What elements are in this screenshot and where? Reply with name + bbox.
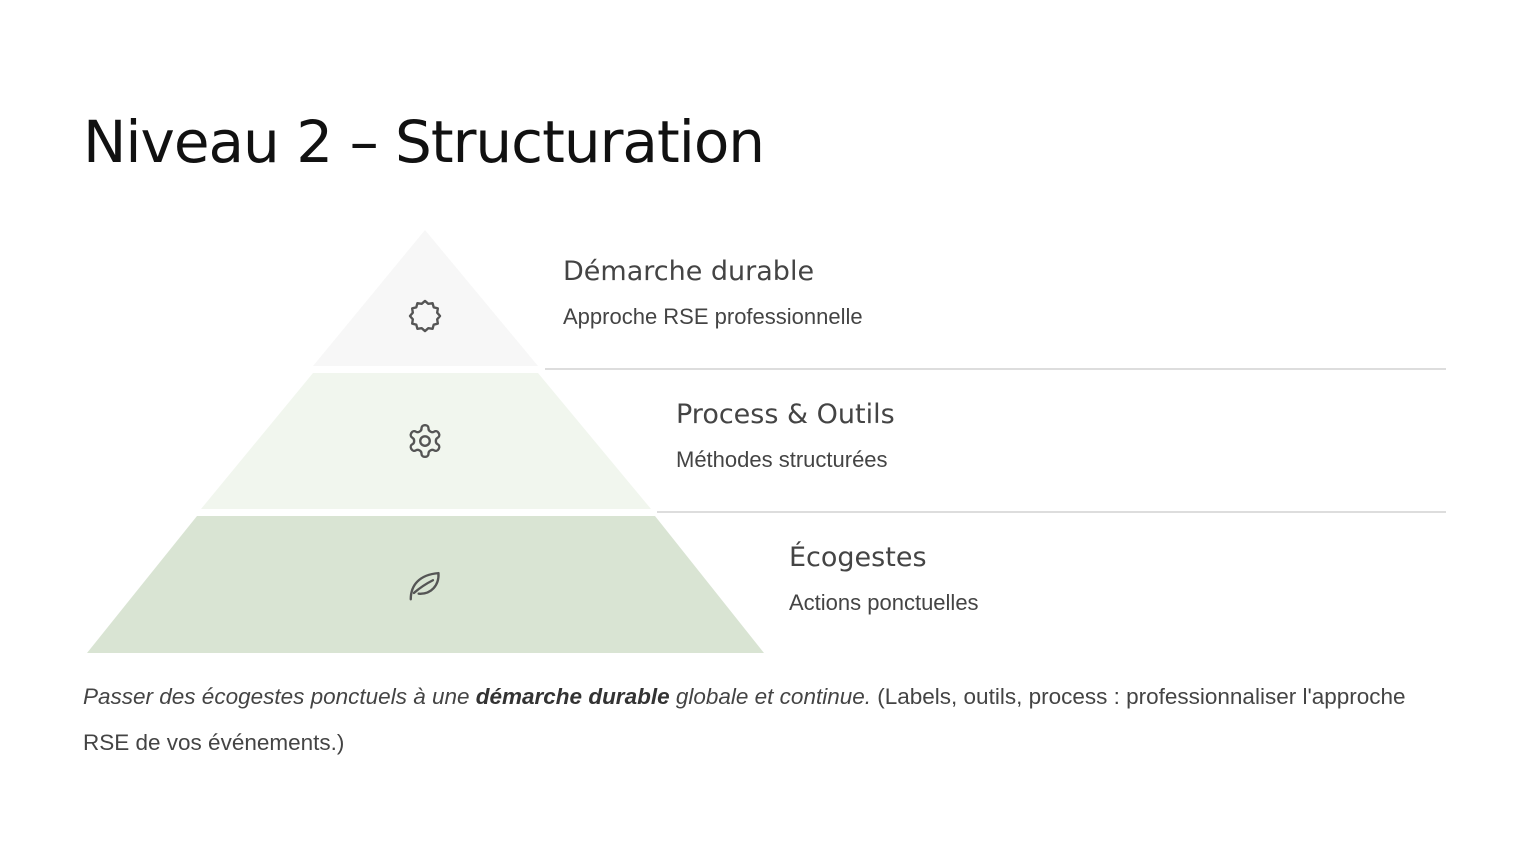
tier-title: Démarche durable bbox=[563, 256, 815, 287]
tier-subtitle: Actions ponctuelles bbox=[789, 590, 979, 615]
page-title: Niveau 2 – Structuration bbox=[83, 108, 765, 176]
caption-italic-end: globale et continue. bbox=[669, 684, 871, 709]
gear-icon bbox=[406, 422, 444, 460]
tier-subtitle: Méthodes structurées bbox=[676, 447, 888, 472]
caption-bold-phrase: démarche durable bbox=[475, 684, 670, 709]
caption-plain: (Labels, outils, process : professionnal… bbox=[83, 684, 1406, 755]
pyramid-tier-middle bbox=[201, 373, 651, 509]
tier-divider bbox=[545, 368, 1446, 370]
tier-subtitle: Approche RSE professionnelle bbox=[563, 304, 863, 329]
tier-title: Process & Outils bbox=[676, 399, 895, 430]
tier-title: Écogestes bbox=[789, 542, 927, 573]
leaf-icon bbox=[406, 566, 444, 604]
tier-label-bottom: Écogestes Actions ponctuelles bbox=[789, 544, 979, 614]
tier-label-middle: Process & Outils Méthodes structurées bbox=[676, 401, 895, 471]
badge-icon bbox=[406, 297, 444, 335]
caption: Passer des écogestes ponctuels à une dém… bbox=[83, 674, 1443, 766]
tier-divider bbox=[657, 511, 1446, 513]
caption-italic-start: Passer des écogestes ponctuels à une bbox=[83, 684, 476, 709]
tier-label-top: Démarche durable Approche RSE profession… bbox=[563, 258, 863, 328]
pyramid-tier-top bbox=[313, 230, 538, 366]
